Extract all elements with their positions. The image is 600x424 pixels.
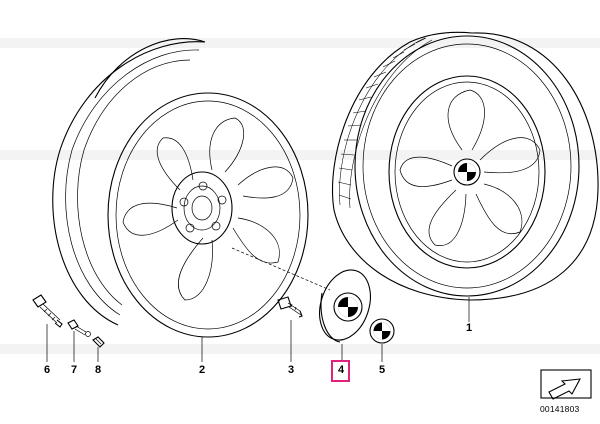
leader-lines bbox=[46, 297, 470, 362]
hub-cap-drawing bbox=[319, 269, 371, 343]
wheel-bolt-drawing bbox=[277, 296, 303, 318]
small-bolt-drawing bbox=[32, 294, 63, 328]
label-2[interactable]: 2 bbox=[198, 364, 206, 376]
label-7[interactable]: 7 bbox=[70, 364, 78, 376]
assembly-line bbox=[231, 247, 331, 291]
label-6[interactable]: 6 bbox=[43, 364, 51, 376]
direction-arrow-icon bbox=[540, 369, 592, 400]
valve-cap-drawing bbox=[92, 336, 105, 348]
rim-drawing bbox=[52, 38, 309, 338]
diagram-number: 00141803 bbox=[540, 404, 580, 414]
label-5[interactable]: 5 bbox=[378, 364, 386, 376]
complete-wheel-drawing bbox=[331, 31, 599, 301]
valve-drawing bbox=[67, 319, 91, 337]
label-8[interactable]: 8 bbox=[94, 364, 102, 376]
emblem-drawing bbox=[369, 318, 395, 344]
label-3[interactable]: 3 bbox=[287, 364, 295, 376]
label-1[interactable]: 1 bbox=[465, 322, 473, 334]
highlight-frame bbox=[331, 360, 350, 382]
label-4[interactable]: 4 bbox=[337, 364, 345, 376]
